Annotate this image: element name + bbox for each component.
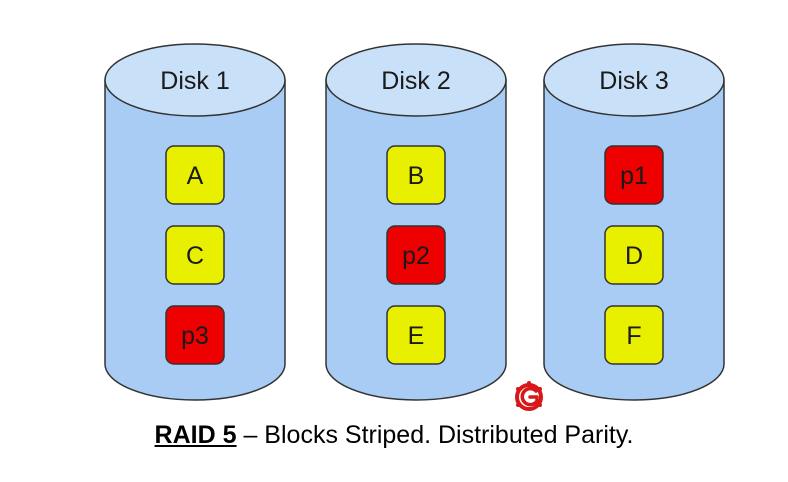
- disk-label: Disk 1: [160, 67, 229, 95]
- disk-top: [543, 43, 725, 117]
- disk-top: [325, 43, 507, 117]
- logo-dot: [538, 403, 542, 407]
- caption-title: RAID 5: [154, 421, 237, 449]
- parity-block: [604, 145, 664, 205]
- data-block: [386, 305, 446, 365]
- block-label: A: [187, 162, 204, 190]
- data-block: [604, 305, 664, 365]
- block-label: p2: [402, 242, 430, 270]
- block-label: B: [408, 162, 425, 190]
- data-block: [386, 145, 446, 205]
- logo-dot: [516, 403, 520, 407]
- block-label: C: [186, 242, 204, 270]
- block-label: p3: [181, 322, 209, 350]
- data-block: [165, 225, 225, 285]
- g-logo-icon: [515, 381, 543, 411]
- data-block: [604, 225, 664, 285]
- caption-text: – Blocks Striped. Distributed Parity.: [236, 421, 634, 449]
- logo-dot: [516, 387, 520, 391]
- logo-dot: [538, 387, 542, 391]
- data-block: [165, 145, 225, 205]
- disk-3: Disk 3 p1D F: [543, 43, 725, 401]
- block-label: E: [408, 322, 425, 350]
- disk-label: Disk 2: [381, 67, 450, 95]
- disk-top: [104, 43, 286, 117]
- logo-g-stroke: [520, 386, 539, 407]
- logo-dot: [527, 381, 531, 385]
- block-label: D: [625, 242, 643, 270]
- disk-label: Disk 3: [599, 67, 668, 95]
- parity-block: [165, 305, 225, 365]
- block-label: p1: [620, 162, 648, 190]
- block-label: F: [626, 322, 641, 350]
- disk-1: Disk 1 A Cp3: [104, 43, 286, 401]
- caption: RAID 5 – Blocks Striped. Distributed Par…: [0, 421, 788, 450]
- parity-block: [386, 225, 446, 285]
